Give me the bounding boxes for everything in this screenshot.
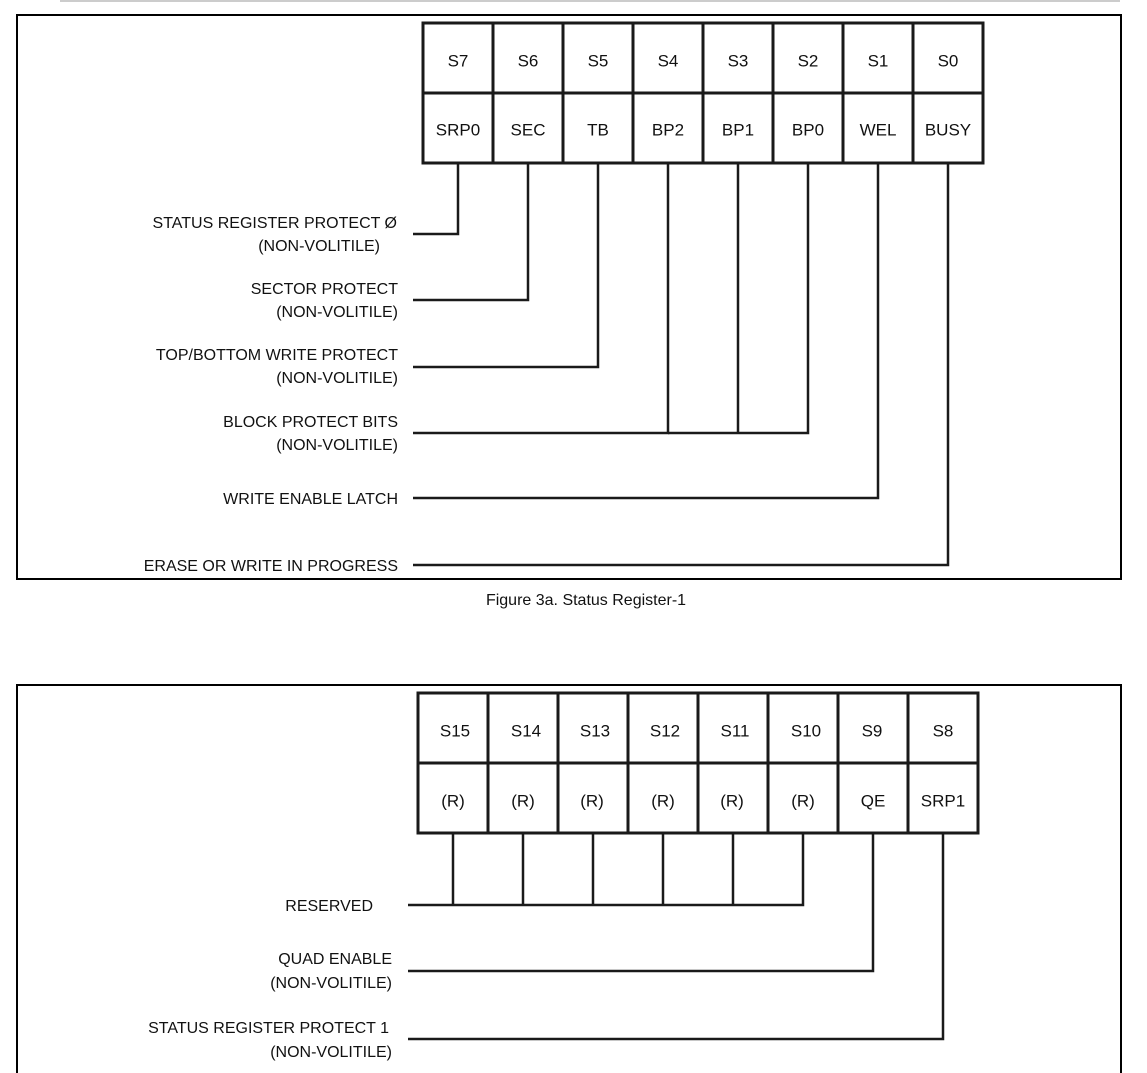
cell-r11 — [696, 761, 770, 835]
bit-function-r12: (R) — [651, 792, 675, 811]
figure-a-frame — [16, 14, 1122, 580]
cell-r15 — [416, 761, 490, 835]
figure-b-descriptions: RESERVED QUAD ENABLE (NON-VOLITILE) STAT… — [148, 898, 392, 1061]
bit-function-r10: (R) — [791, 792, 815, 811]
figure-b-frame — [16, 684, 1122, 1073]
bit-name-s12: S12 — [650, 722, 680, 741]
cell-busy — [911, 91, 985, 165]
desc-srp1-line2: (NON-VOLITILE) — [270, 1044, 392, 1061]
cell-tb — [561, 91, 635, 165]
bit-name-s11: S11 — [721, 722, 750, 741]
bit-function-r15: (R) — [441, 792, 465, 811]
bit-name-s1: S1 — [868, 52, 889, 71]
bit-function-r13: (R) — [580, 792, 604, 811]
bit-name-s4: S4 — [658, 52, 679, 71]
figure-a-register-table: S7 S6 S5 S4 S3 S2 S1 S0 SRP0 SEC TB BP2 … — [421, 21, 985, 165]
figure-a-caption: Figure 3a. Status Register-1 — [486, 592, 686, 609]
bit-function-srp1: SRP1 — [921, 792, 965, 811]
desc-bp-line2: (NON-VOLITILE) — [276, 437, 398, 454]
connector-busy — [413, 163, 950, 567]
desc-wel: WRITE ENABLE LATCH — [223, 491, 398, 508]
bit-function-bp2: BP2 — [652, 121, 684, 140]
bit-function-r14: (R) — [511, 792, 535, 811]
desc-srp0-line1: STATUS REGISTER PROTECT Ø — [153, 215, 397, 232]
bit-name-s15: S15 — [440, 722, 470, 741]
cell-s13 — [556, 691, 630, 765]
bit-function-busy: BUSY — [925, 121, 971, 140]
cell-s10 — [766, 691, 840, 765]
figure-a-connectors — [413, 163, 950, 567]
bit-name-s14: S14 — [511, 722, 541, 741]
desc-sec-line1: SECTOR PROTECT — [251, 281, 399, 298]
desc-tb-line2: (NON-VOLITILE) — [276, 370, 398, 387]
bit-name-s9: S9 — [862, 722, 883, 741]
cell-r14 — [486, 761, 560, 835]
desc-qe-line1: QUAD ENABLE — [278, 951, 392, 968]
bit-name-s2: S2 — [798, 52, 819, 71]
cell-bp1 — [701, 91, 775, 165]
cell-s2 — [771, 21, 845, 95]
connector-bp0 — [668, 163, 810, 435]
desc-srp0-line2: (NON-VOLITILE) — [258, 238, 380, 255]
figure-b-connectors — [408, 833, 945, 1041]
desc-tb-line1: TOP/BOTTOM WRITE PROTECT — [156, 347, 398, 364]
bit-function-r11: (R) — [720, 792, 744, 811]
cell-s11 — [696, 691, 770, 765]
desc-busy: ERASE OR WRITE IN PROGRESS — [144, 558, 398, 575]
connector-srp0 — [413, 163, 460, 236]
desc-qe-line2: (NON-VOLITILE) — [270, 975, 392, 992]
desc-srp1-line1: STATUS REGISTER PROTECT 1 — [148, 1020, 389, 1037]
bit-name-s6: S6 — [518, 52, 539, 71]
connector-qe — [408, 833, 875, 973]
bit-function-bp1: BP1 — [722, 121, 754, 140]
connector-wel — [413, 163, 880, 500]
figure-a-descriptions: STATUS REGISTER PROTECT Ø (NON-VOLITILE)… — [144, 215, 398, 575]
cell-s1 — [841, 21, 915, 95]
bit-name-s5: S5 — [588, 52, 609, 71]
cell-bp0 — [771, 91, 845, 165]
cell-s5 — [561, 21, 635, 95]
desc-sec-line2: (NON-VOLITILE) — [276, 304, 398, 321]
connector-r10-reserved — [408, 833, 805, 907]
desc-reserved: RESERVED — [285, 898, 373, 915]
cell-s4 — [631, 21, 705, 95]
bit-function-qe: QE — [861, 792, 886, 811]
cell-srp1 — [906, 761, 980, 835]
cell-s8 — [906, 691, 980, 765]
bit-function-sec: SEC — [511, 121, 546, 140]
desc-bp-line1: BLOCK PROTECT BITS — [223, 414, 398, 431]
cell-s7 — [421, 21, 495, 95]
bit-function-tb: TB — [587, 121, 609, 140]
cell-r10 — [766, 761, 840, 835]
bit-name-s0: S0 — [938, 52, 959, 71]
connector-tb — [413, 163, 600, 369]
bit-name-s10: S10 — [791, 722, 821, 741]
connector-sec — [413, 163, 530, 302]
cell-s9 — [836, 691, 910, 765]
cell-s0 — [911, 21, 985, 95]
cell-srp0 — [421, 91, 495, 165]
bit-function-srp0: SRP0 — [436, 121, 480, 140]
bit-name-s7: S7 — [448, 52, 469, 71]
bit-function-wel: WEL — [860, 121, 897, 140]
bit-name-s8: S8 — [933, 722, 954, 741]
bit-function-bp0: BP0 — [792, 121, 824, 140]
figure-b-register-table: S15 S14 S13 S12 S11 S10 S9 S8 (R) (R) (R… — [416, 691, 980, 835]
bit-name-s3: S3 — [728, 52, 749, 71]
connector-bp2 — [413, 163, 670, 435]
bit-name-s13: S13 — [580, 722, 610, 741]
cell-wel — [841, 91, 915, 165]
connector-srp1 — [408, 833, 945, 1041]
